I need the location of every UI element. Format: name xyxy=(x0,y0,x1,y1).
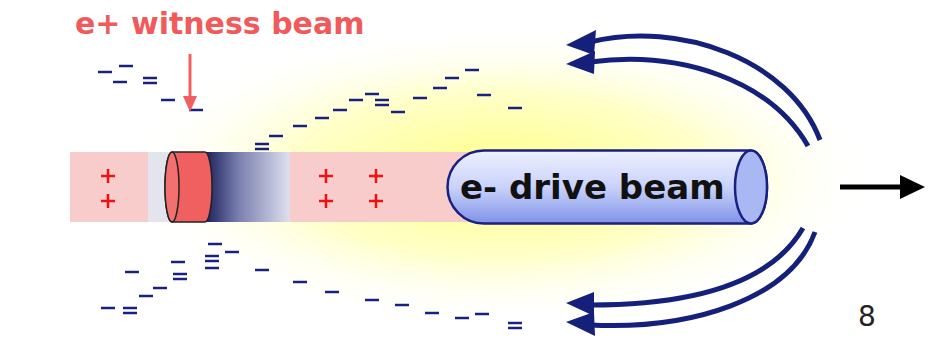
electron-sign xyxy=(333,109,347,112)
electron-sign xyxy=(293,281,307,284)
electron-sign xyxy=(153,287,167,290)
electron-sign xyxy=(269,135,283,138)
ion-sign xyxy=(369,169,383,183)
leader-arrow xyxy=(189,54,192,98)
electron-sign xyxy=(465,69,479,72)
electron-sign xyxy=(477,94,491,97)
electron-sign xyxy=(98,71,112,74)
electron-sign xyxy=(365,93,379,96)
ion-sign xyxy=(319,194,333,208)
electron-sign xyxy=(425,312,439,315)
drive-beam-capsule: e- drive beam xyxy=(446,149,769,225)
electron-sign xyxy=(391,111,405,114)
electron-sign xyxy=(101,307,115,310)
electron-sign xyxy=(293,125,307,128)
electron-sign xyxy=(349,99,363,102)
leader-arrow-head xyxy=(183,96,197,112)
electron-sign xyxy=(161,99,175,102)
electron-sign xyxy=(508,327,522,330)
electron-sign xyxy=(125,271,139,274)
page-number: 8 xyxy=(858,300,876,333)
electron-sign xyxy=(143,77,157,80)
electron-sign xyxy=(123,307,137,310)
electron-sign xyxy=(455,317,469,320)
electron-sign xyxy=(445,77,459,80)
witness-bunch xyxy=(165,152,212,222)
electron-sign xyxy=(173,278,187,281)
wake-gradient xyxy=(205,152,290,222)
electron-sign xyxy=(119,65,133,68)
electron-sign xyxy=(315,117,329,120)
electron-sign xyxy=(205,260,219,263)
electron-sign xyxy=(413,97,427,100)
glow xyxy=(120,25,880,325)
electron-sign xyxy=(123,312,137,315)
electron-sign xyxy=(375,99,389,102)
electron-sign xyxy=(325,291,339,294)
electron-sign xyxy=(173,273,187,276)
beam-name: e- drive beam xyxy=(460,167,769,207)
electron-sign xyxy=(395,304,409,307)
ion-sign xyxy=(101,194,115,208)
electron-sign xyxy=(255,269,269,272)
ion-sign xyxy=(101,169,115,183)
electron-sign xyxy=(171,261,185,264)
electron-sign xyxy=(475,313,489,316)
ion-sign xyxy=(319,169,333,183)
electron-sign xyxy=(225,251,239,254)
witness-bunch-face xyxy=(165,152,179,222)
witness-beam-label: e+ witness beam xyxy=(75,6,364,41)
electron-sign xyxy=(508,322,522,325)
electron-sign xyxy=(208,243,222,246)
electron-sign xyxy=(365,299,379,302)
electron-sign xyxy=(433,87,447,90)
electron-sign xyxy=(508,107,522,110)
motion-arrow xyxy=(840,185,905,190)
motion-arrow-head xyxy=(900,175,925,199)
electron-sign xyxy=(255,148,269,151)
electron-sign xyxy=(143,82,157,85)
ion-sign xyxy=(369,194,383,208)
electron-sign xyxy=(205,255,219,258)
electron-sign xyxy=(255,143,269,146)
plasma-channel xyxy=(70,152,470,222)
electron-sign xyxy=(375,104,389,107)
electron-sign xyxy=(205,267,219,270)
electron-sign xyxy=(113,81,127,84)
electron-sign xyxy=(139,295,153,298)
